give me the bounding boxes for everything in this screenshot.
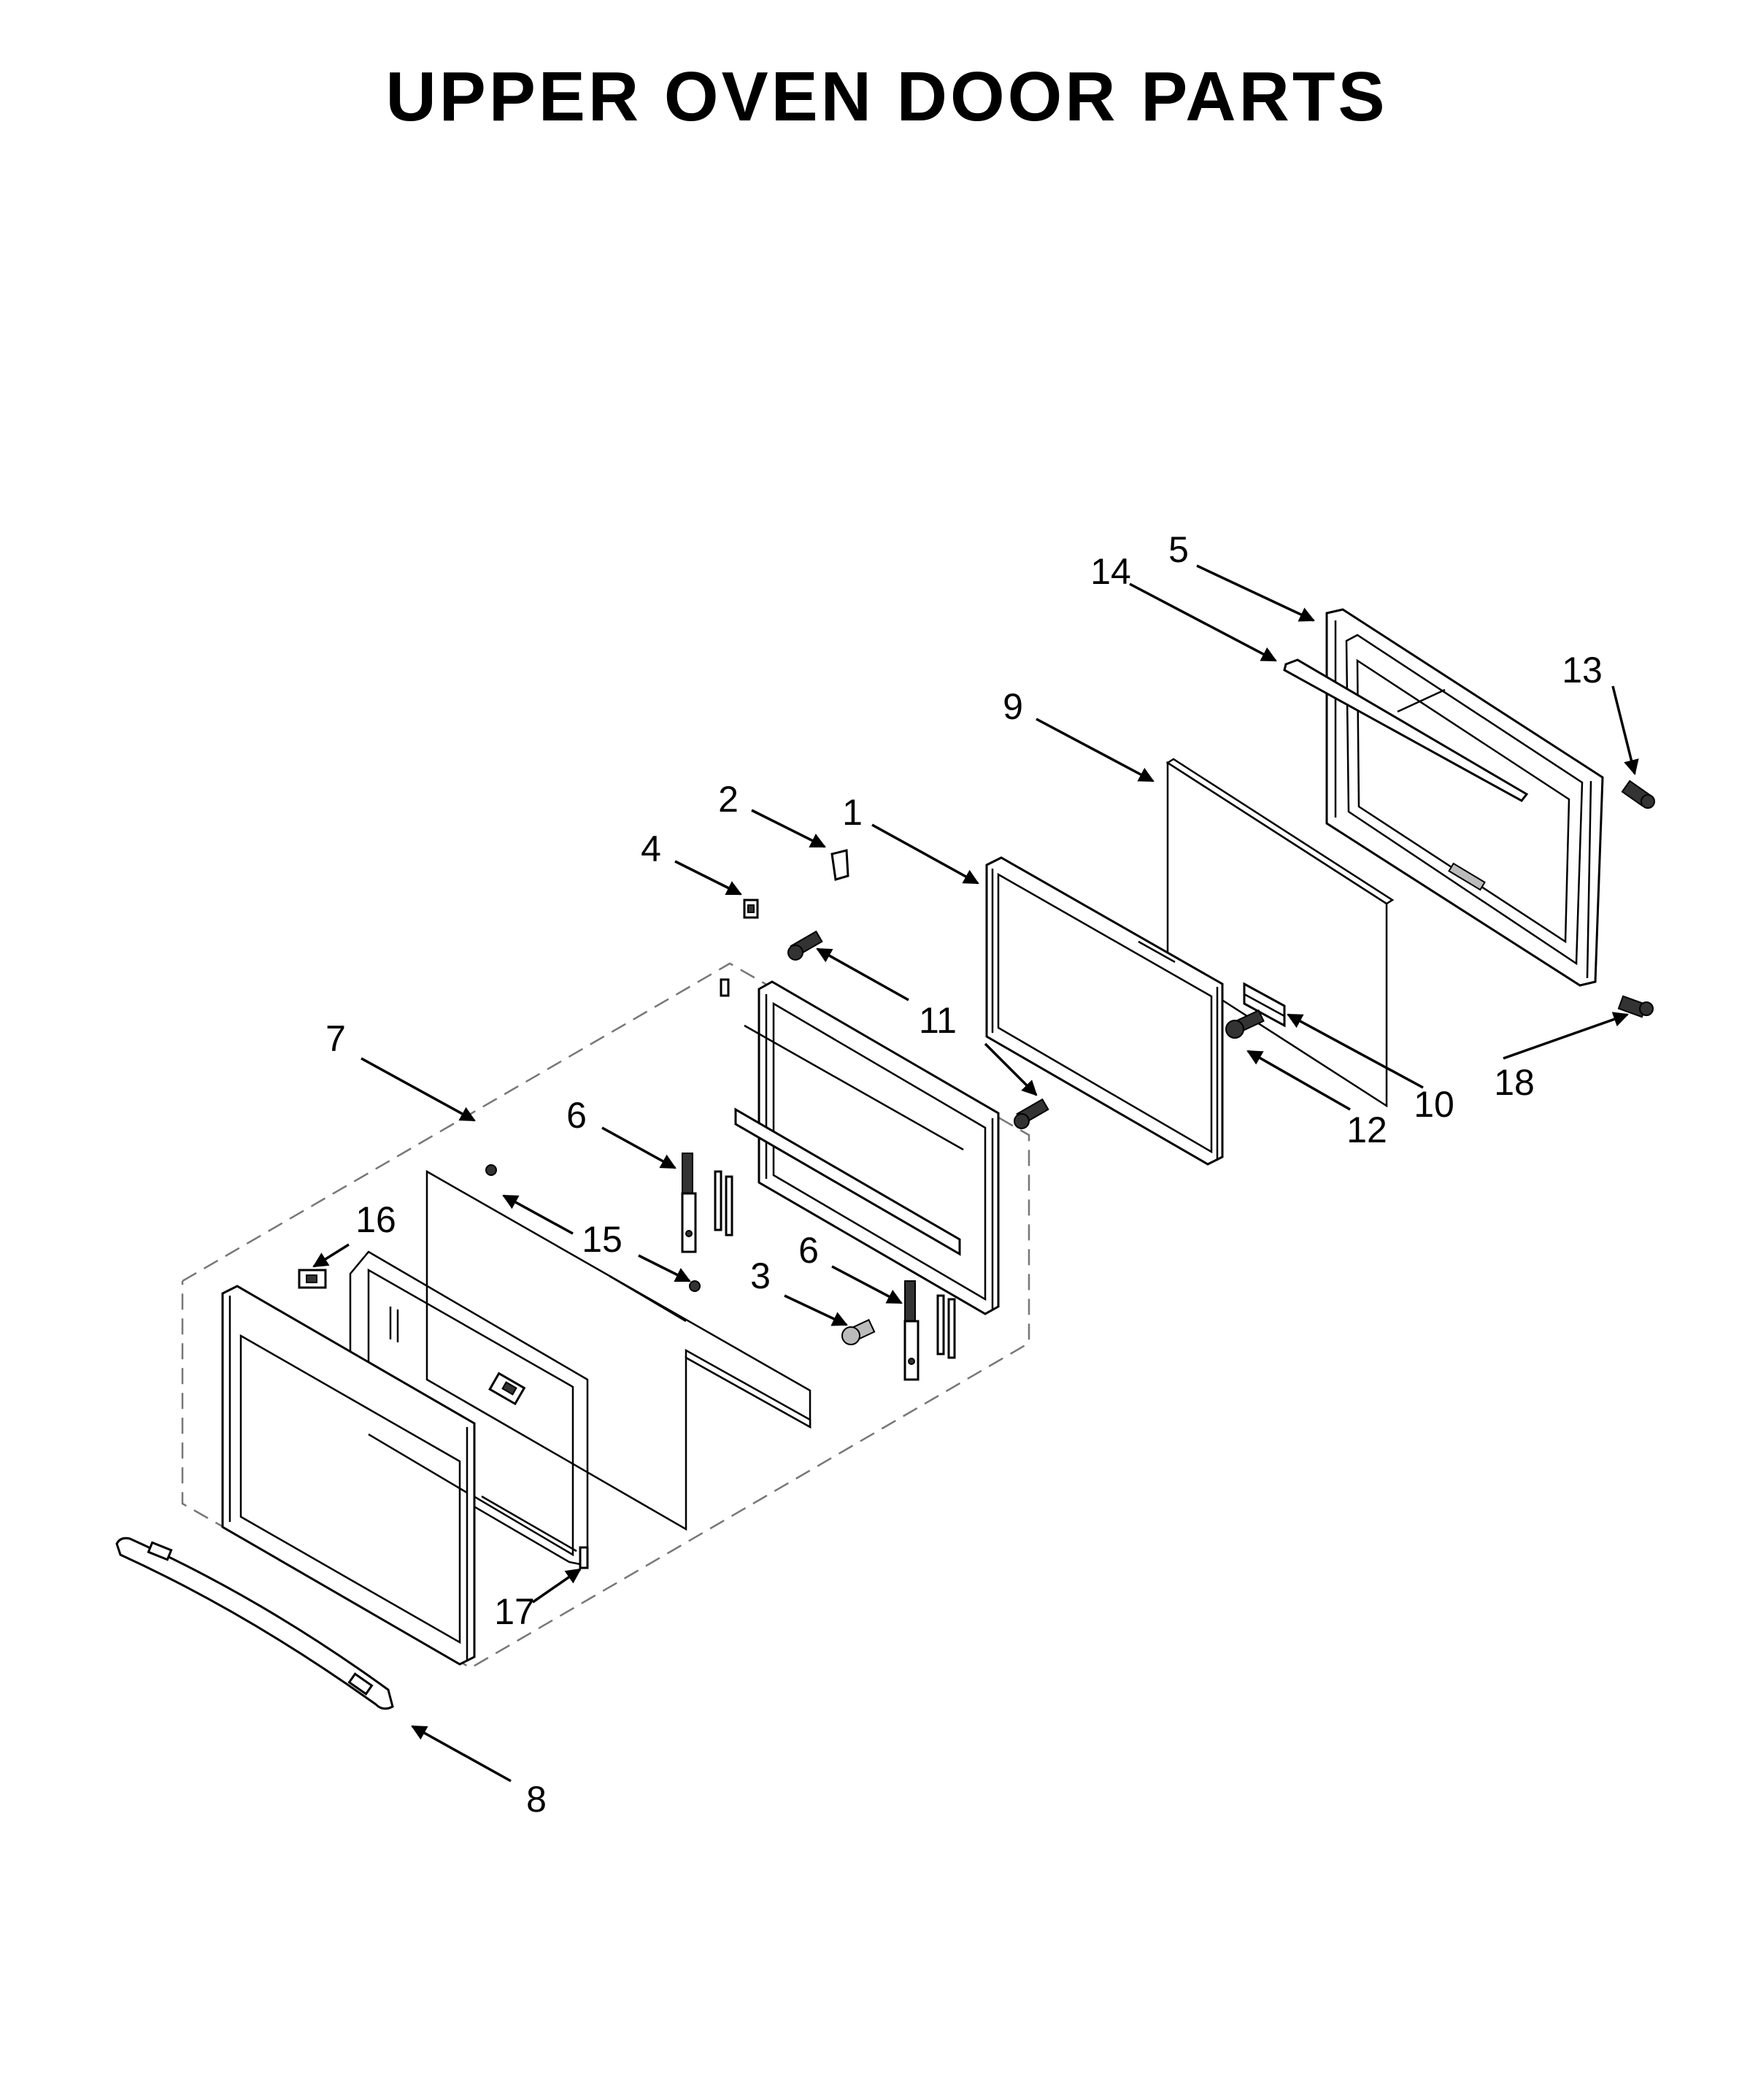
part-14-rail xyxy=(1283,658,1529,802)
callout-16: 16 xyxy=(355,1199,396,1240)
callout-3: 3 xyxy=(750,1255,771,1296)
part-11-screw-lower xyxy=(1014,1098,1049,1129)
part-18-screw xyxy=(1617,995,1654,1018)
part-5-inner-door-frame xyxy=(1325,608,1604,987)
callout-5: 5 xyxy=(1168,529,1189,570)
callout-17: 17 xyxy=(494,1591,535,1632)
callout-12: 12 xyxy=(1346,1109,1387,1150)
part-12-screw xyxy=(1225,1009,1265,1039)
callout-1: 1 xyxy=(842,792,863,833)
part-1-door-liner xyxy=(985,856,1224,1166)
callout-8: 8 xyxy=(526,1779,547,1820)
part-6-hinge-right xyxy=(903,1280,956,1381)
part-13-screw xyxy=(1621,780,1655,809)
page-title: UPPER OVEN DOOR PARTS xyxy=(385,58,1387,136)
callout-7: 7 xyxy=(325,1018,346,1059)
callout-13: 13 xyxy=(1562,650,1603,691)
part-11-screw-upper xyxy=(787,930,823,961)
part-10-bracket xyxy=(1243,982,1286,1028)
part-3-screw xyxy=(841,1318,876,1345)
door-assembly-outline xyxy=(181,962,1030,1669)
callout-9: 9 xyxy=(1003,686,1023,727)
callout-11: 11 xyxy=(919,1000,957,1041)
callout-15: 15 xyxy=(582,1219,622,1260)
outer-door-frame xyxy=(221,1285,476,1666)
leader-lines xyxy=(312,564,1639,1782)
part-2-clip xyxy=(830,849,849,881)
part-6-hinge-left xyxy=(681,1153,733,1253)
part-17-strip xyxy=(579,1546,589,1569)
callout-4: 4 xyxy=(641,828,661,869)
callout-14: 14 xyxy=(1090,551,1131,592)
callout-6-upper: 6 xyxy=(566,1095,587,1136)
part-4-latch xyxy=(743,899,759,919)
callout-2: 2 xyxy=(718,779,739,820)
part-9-glass-pane xyxy=(1165,758,1395,1108)
callout-6-lower: 6 xyxy=(798,1230,819,1271)
part-8-handle xyxy=(115,1536,394,1710)
inner-door-frame xyxy=(720,978,1000,1315)
part-16-clip xyxy=(298,1269,327,1289)
middle-glass-panel xyxy=(425,1164,812,1531)
callout-labels: 1 2 3 4 5 6 6 7 8 9 10 11 12 13 14 15 16… xyxy=(325,529,1603,1820)
callout-10: 10 xyxy=(1414,1084,1454,1125)
callout-18: 18 xyxy=(1494,1062,1535,1103)
